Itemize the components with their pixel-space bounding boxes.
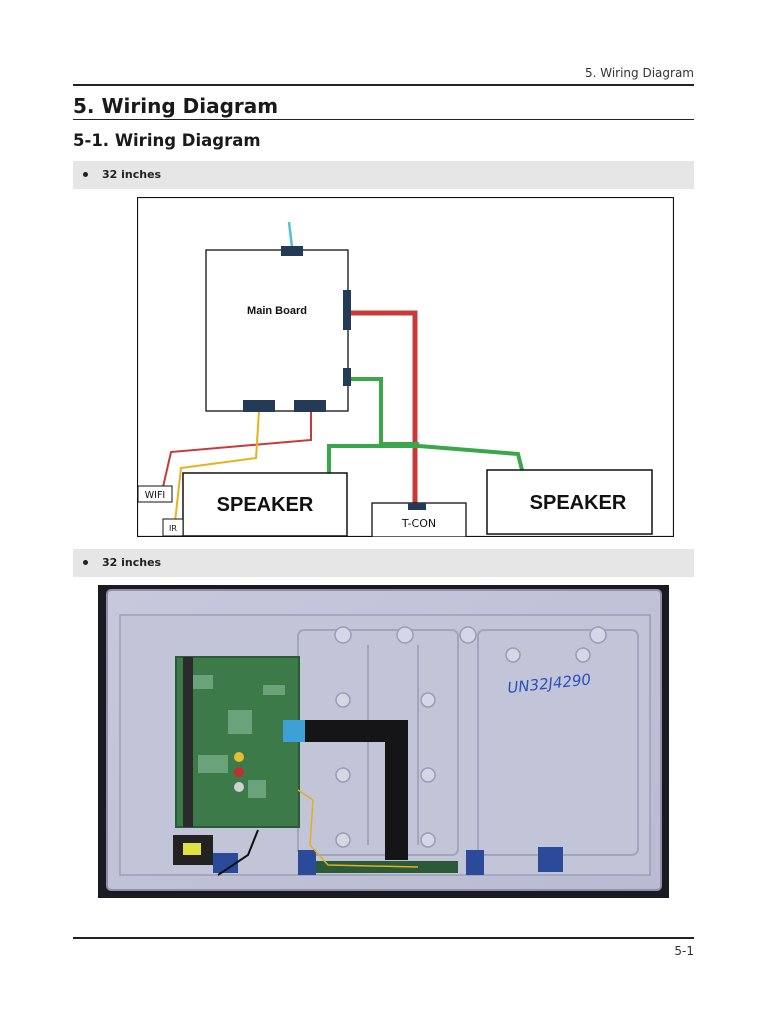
main-board-label: Main Board: [247, 305, 307, 317]
bullet-item: 32 inches: [73, 161, 694, 189]
bullet-dot-icon: [83, 560, 88, 565]
footer-rule: [73, 937, 694, 939]
cyan-wire: [287, 221, 294, 248]
page-number: 5-1: [674, 944, 694, 958]
wifi-label: WIFI: [145, 490, 165, 501]
wifi-connector: [243, 400, 275, 412]
title-underline: [73, 119, 694, 120]
ir-box: [162, 518, 184, 537]
speaker-left-label: SPEAKER: [217, 494, 314, 516]
section-subtitle: 5-1. Wiring Diagram: [73, 131, 261, 150]
header-rule: [73, 84, 694, 86]
speaker-right-label: SPEAKER: [530, 492, 627, 514]
ir-connector: [294, 400, 326, 412]
speaker-connector: [343, 368, 351, 386]
green-wire-left: [327, 444, 331, 473]
yellow-wire-ir: [174, 410, 260, 523]
wifi-box: [137, 485, 173, 503]
red-wire-wifi: [162, 411, 312, 488]
section-title: 5. Wiring Diagram: [73, 94, 279, 118]
speaker-left-box: [182, 472, 348, 537]
bullet-item: 32 inches: [73, 549, 694, 577]
main-board-box: [205, 249, 349, 412]
tcon-connector: [343, 290, 351, 330]
bullet-text: 32 inches: [102, 168, 162, 181]
lvds-cable: [283, 720, 408, 742]
bullet-text: 32 inches: [102, 556, 162, 569]
tcon-label: T-CON: [401, 517, 436, 530]
speaker-right-box: [486, 469, 653, 535]
bullet-dot-icon: [83, 172, 88, 177]
ir-label: IR: [169, 524, 177, 533]
antenna-connector: [281, 246, 303, 256]
tcon-box-connector: [408, 503, 426, 510]
tv-chassis-photo: UN32J4290: [98, 585, 669, 898]
running-header: 5. Wiring Diagram: [584, 66, 694, 80]
wiring-diagram: Main Board SPEAKER SPEAKER T-CON WIFI IR: [137, 197, 674, 537]
